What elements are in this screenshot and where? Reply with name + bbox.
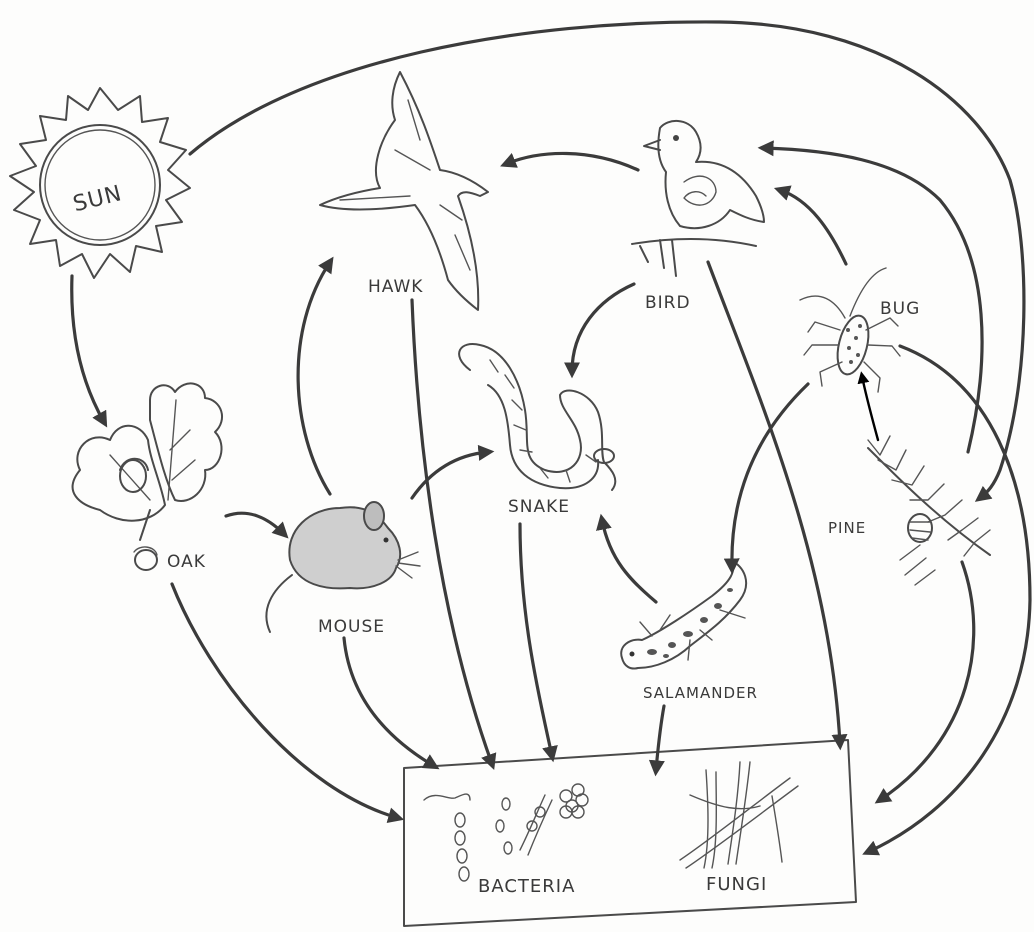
arrow-bug-salamander [723,382,810,575]
arrow-oak-mouse [224,511,289,539]
arrow-pine-decomposers [874,560,976,804]
arrow-bug-bird [773,185,848,266]
arrow-pine-bug [857,371,880,442]
arrow-bird-decomposers [706,260,848,751]
arrow-bird-snake [564,282,636,379]
hawk-icon [319,71,489,311]
snake-icon [458,343,617,491]
arrow-sun-pine [188,20,1026,502]
arrow-oak-decomposers [170,582,405,824]
arrow-bug-decomposers [862,344,1032,856]
bacteria-label: BACTERIA [478,876,575,897]
decomposer-box [403,739,857,927]
bird-label: BIRD [645,293,691,313]
fungi-icon [679,761,799,869]
salamander-label: SALAMANDER [643,684,758,702]
sun-icon [9,87,191,279]
arrow-mouse-snake [410,444,495,500]
salamander-icon [620,559,748,670]
bug-icon [799,267,901,393]
energy-arrows [70,20,1032,856]
oak-icon [71,382,224,571]
bug-label: BUG [880,299,920,319]
bird-icon [631,120,765,277]
snake-label: SNAKE [508,497,570,517]
arrow-pine-bird [757,140,984,454]
arrow-sun-oak [70,274,108,428]
arrow-bird-hawk [500,151,640,172]
pine-label: PINE [828,519,866,537]
bacteria-icon [423,783,589,882]
mouse-icon [265,501,421,633]
hawk-label: HAWK [368,277,423,297]
oak-label: OAK [167,552,206,572]
arrow-salamander-snake [596,513,658,604]
arrow-snake-decomposers [518,522,558,763]
arrow-mouse-decomposers [342,636,440,770]
arrow-hawk-decomposers [410,298,497,771]
mouse-label: MOUSE [318,617,385,637]
sun-label: SUN [71,181,125,217]
fungi-label: FUNGI [706,874,767,895]
pine-icon [867,435,991,586]
arrow-salamander-decomposers [648,704,666,777]
arrow-mouse-hawk [296,256,334,496]
